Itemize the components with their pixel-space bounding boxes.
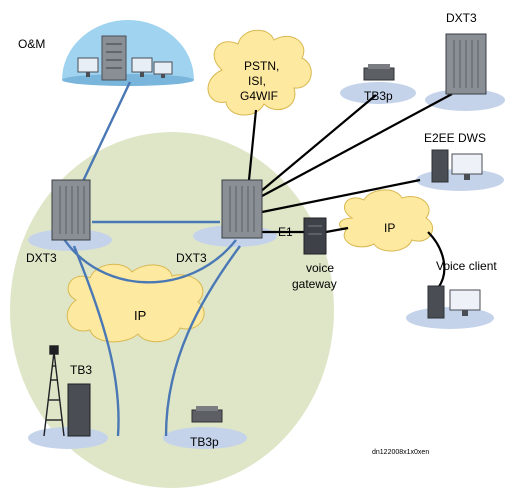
desktop-computer-icon bbox=[431, 149, 483, 183]
black-links bbox=[246, 93, 453, 289]
om-dome bbox=[62, 20, 194, 86]
label-tb3: TB3 bbox=[70, 363, 92, 377]
label-tb3p-bottom: TB3p bbox=[190, 435, 219, 449]
label-isi: ISI, bbox=[248, 74, 266, 88]
link-center-tb3p bbox=[164, 245, 241, 437]
link-left-tb3 bbox=[72, 245, 120, 437]
label-tb3p-top: TB3p bbox=[364, 89, 393, 103]
blue-links bbox=[60, 81, 241, 437]
label-dxt3-top: DXT3 bbox=[446, 11, 477, 25]
label-ip-right: IP bbox=[384, 221, 395, 235]
label-e1: E1 bbox=[278, 225, 293, 239]
platform-tb3p-bottom bbox=[163, 427, 247, 449]
label-doc-id: dn122008x1x0xen bbox=[372, 449, 429, 456]
tb3-cabinet bbox=[67, 383, 91, 437]
terminal-box-icon bbox=[191, 406, 223, 423]
desktop-computer-icon bbox=[427, 285, 481, 319]
link-dxt3-dxt3-top bbox=[261, 93, 453, 197]
label-dxt3-left: DXT3 bbox=[26, 251, 57, 265]
label-e2ee-dws: E2EE DWS bbox=[424, 131, 486, 145]
link-dxt3-tb3p bbox=[259, 94, 377, 193]
link-dxt3-pstn bbox=[246, 109, 258, 191]
label-voice: voice bbox=[306, 261, 334, 275]
voice-gateway-box bbox=[303, 217, 327, 255]
terminal-box-icon bbox=[363, 64, 395, 81]
server-rack-icon bbox=[445, 33, 487, 95]
label-ip-left: IP bbox=[134, 308, 146, 323]
server-rack-icon bbox=[221, 179, 263, 239]
server-rack-icon bbox=[51, 179, 91, 241]
label-g4wif: G4WIF bbox=[240, 89, 278, 103]
label-gateway: gateway bbox=[292, 277, 337, 291]
link-ip-voice-client bbox=[427, 231, 446, 289]
label-dxt3-center: DXT3 bbox=[176, 251, 207, 265]
link-om-dxt3 bbox=[74, 81, 132, 197]
server-rack-icon bbox=[67, 383, 91, 437]
link-dxt3-e2ee bbox=[261, 178, 421, 214]
platform-tb3p-top bbox=[340, 82, 416, 104]
monitor-icon bbox=[153, 61, 173, 78]
radio-mast-icon bbox=[43, 345, 65, 437]
monitor-icon bbox=[77, 57, 99, 77]
label-pstn: PSTN, bbox=[244, 59, 279, 73]
cloud-pstn bbox=[207, 29, 312, 116]
label-voice-client: Voice client bbox=[436, 259, 497, 273]
server-rack-icon bbox=[101, 35, 127, 81]
server-rack-icon bbox=[303, 217, 327, 255]
monitor-icon bbox=[131, 57, 153, 77]
label-om: O&M bbox=[18, 37, 45, 51]
link-gateway-ip bbox=[325, 226, 349, 234]
